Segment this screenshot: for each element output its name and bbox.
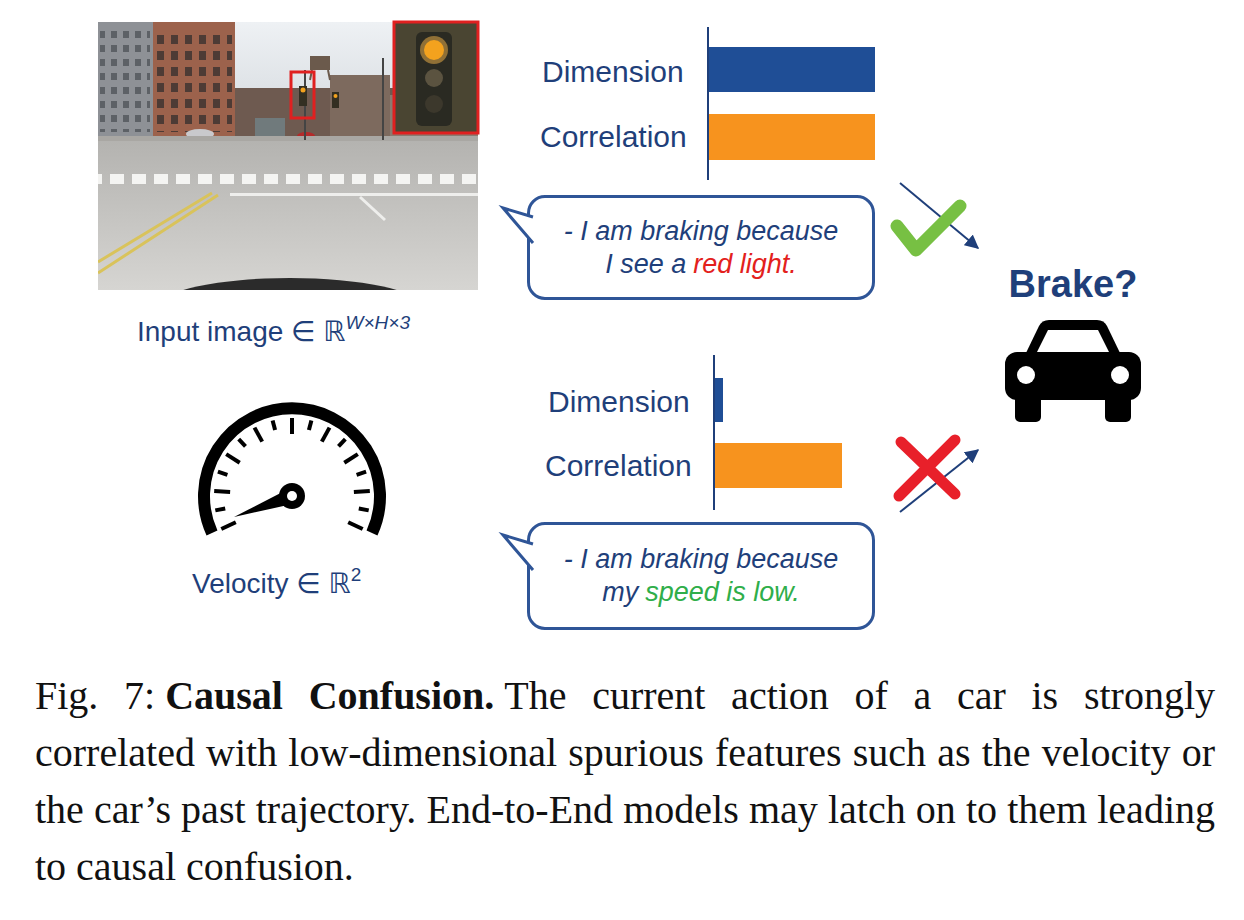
bar-chart [708, 27, 875, 180]
bubble-text: I see a [605, 249, 686, 279]
street-photo [98, 22, 478, 290]
red-light [424, 40, 444, 60]
speech-bubble: - I am braking becausemyspeed is low. [527, 522, 875, 630]
building [330, 75, 390, 140]
question-label: Brake? [1003, 262, 1143, 306]
axis-line [713, 355, 715, 510]
bubble-tail [500, 532, 534, 576]
crosswalk [98, 174, 478, 184]
bubble-text: my [602, 577, 638, 607]
speedometer-arc [204, 408, 380, 533]
correlation-bar [715, 443, 842, 488]
input-label: Input image ∈ ℝ [137, 316, 345, 347]
speedometer-tick [354, 491, 370, 492]
light-glow [420, 36, 448, 64]
inset-ground [394, 22, 478, 133]
yellow-line [98, 193, 218, 273]
traffic-light [301, 88, 306, 93]
speedometer-tick [218, 472, 228, 475]
off-light [425, 69, 443, 87]
bar-chart [714, 355, 842, 510]
building-windows [152, 28, 232, 132]
bubble-tail [503, 535, 533, 570]
axis-line [707, 27, 709, 180]
input-label: Velocity ∈ ℝ [192, 568, 351, 599]
speedometer-tick [344, 454, 358, 463]
speedometer-tick [359, 509, 369, 511]
car-icon [1003, 318, 1143, 424]
traffic-light [299, 86, 307, 106]
needle-hub [279, 483, 305, 509]
highlight-text: speed is low. [645, 577, 800, 607]
off-light [425, 95, 443, 113]
bar-label: Dimension [542, 55, 684, 89]
speedometer-tick [221, 522, 236, 529]
figure-number: Fig. 7: [35, 673, 155, 718]
superscript: 2 [351, 564, 362, 585]
input-label-line: Input image ∈ ℝW×H×3 [137, 312, 410, 348]
bubble-text: - I am braking because [564, 544, 839, 574]
traffic-light-housing [416, 32, 452, 126]
needle-hub [287, 491, 297, 501]
speech-bubble: - I am braking becauseI see ared light. [527, 195, 875, 300]
speedometer-tick [290, 418, 294, 434]
cross-mark [899, 440, 955, 496]
check-mark [897, 206, 960, 250]
speedometer-tick [226, 454, 240, 463]
highlight-box [291, 72, 314, 118]
figure-caption: Fig. 7:Causal Confusion.The current acti… [35, 667, 1215, 895]
dimension-bar [715, 378, 723, 422]
bus-stop [255, 118, 285, 138]
traffic-light [332, 92, 339, 108]
speedometer-tick [339, 439, 346, 446]
superscript: W×H×3 [345, 312, 410, 333]
highlight-text: red light. [693, 249, 797, 279]
bubble-line: - I am braking because [564, 543, 839, 576]
zoom-inset [394, 22, 478, 133]
speedometer-ticks [214, 418, 370, 529]
bubble-line: - I am braking because [564, 215, 839, 248]
stop-line [230, 193, 478, 196]
car-icon [1005, 320, 1141, 422]
bar-label: Dimension [548, 385, 690, 419]
speedometer-tick [215, 509, 225, 511]
brick-building [150, 22, 235, 140]
road [98, 141, 478, 290]
car-node: Brake? [1003, 262, 1143, 424]
speedometer-tick [214, 491, 230, 492]
dimension-bar [709, 47, 875, 92]
correlation-bar [709, 114, 875, 160]
pole [305, 58, 383, 140]
bubble-tail [503, 535, 534, 570]
speedometer-tick [239, 439, 246, 446]
traffic-light [334, 94, 338, 98]
inset-border [394, 22, 478, 133]
speedometer-tick [322, 428, 330, 442]
input-label-line: Velocity ∈ ℝ2 [192, 564, 361, 600]
bubble-line: myspeed is low. [602, 576, 800, 609]
bubble-text: - I am braking because [564, 216, 839, 246]
grey-building [98, 22, 153, 140]
speedometer [204, 408, 380, 533]
bubble-line: I see ared light. [605, 248, 797, 281]
speedometer-tick [309, 420, 312, 430]
water-tower [310, 56, 330, 70]
sky [98, 22, 478, 142]
bubble-tail [503, 208, 533, 243]
bubble-tail [503, 208, 534, 243]
lane-line [360, 197, 385, 220]
bar-label: Correlation [545, 449, 692, 483]
figure-title: Causal Confusion. [165, 673, 494, 718]
speedometer-tick [357, 472, 367, 475]
bar-label: Correlation [540, 120, 687, 154]
car-hood [160, 278, 420, 290]
building-windows [100, 28, 150, 132]
speedometer-tick [273, 420, 276, 430]
speedometer-tick [348, 522, 363, 529]
bubble-tail [500, 205, 534, 249]
speedometer-tick [255, 428, 263, 442]
